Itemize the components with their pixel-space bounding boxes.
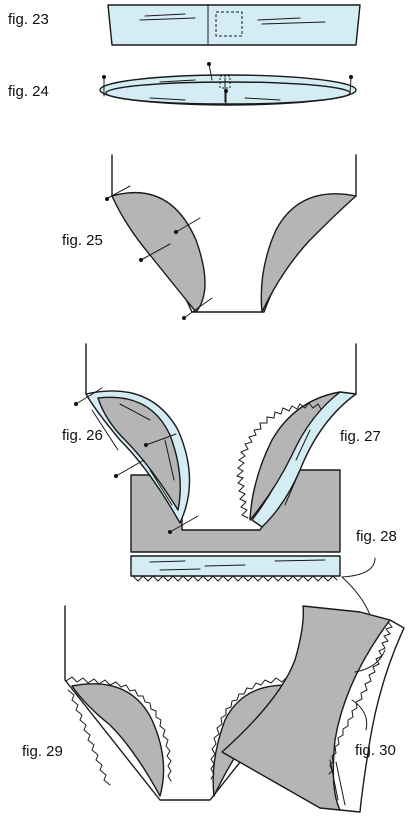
fig-25-label: fig. 25 xyxy=(62,232,103,249)
fig-27-facing-overlocked xyxy=(235,343,357,528)
fig-26-facing-with-elastic xyxy=(74,343,199,534)
fig-29-label: fig. 29 xyxy=(22,743,63,760)
fig-25-garment-facings-pinned xyxy=(105,154,357,320)
fig-24-elastic-ring xyxy=(99,62,357,106)
fig-24-label: fig. 24 xyxy=(8,83,49,100)
fig-27-label: fig. 27 xyxy=(340,428,381,445)
fig-28-label: fig. 28 xyxy=(356,528,397,545)
fig-30-label: fig. 30 xyxy=(355,742,396,759)
fig-26-label: fig. 26 xyxy=(62,427,103,444)
fig-23-waistband-strip xyxy=(107,4,361,46)
fig-30-stitched-edge-detail xyxy=(221,605,405,813)
fig-23-label: fig. 23 xyxy=(8,11,49,28)
